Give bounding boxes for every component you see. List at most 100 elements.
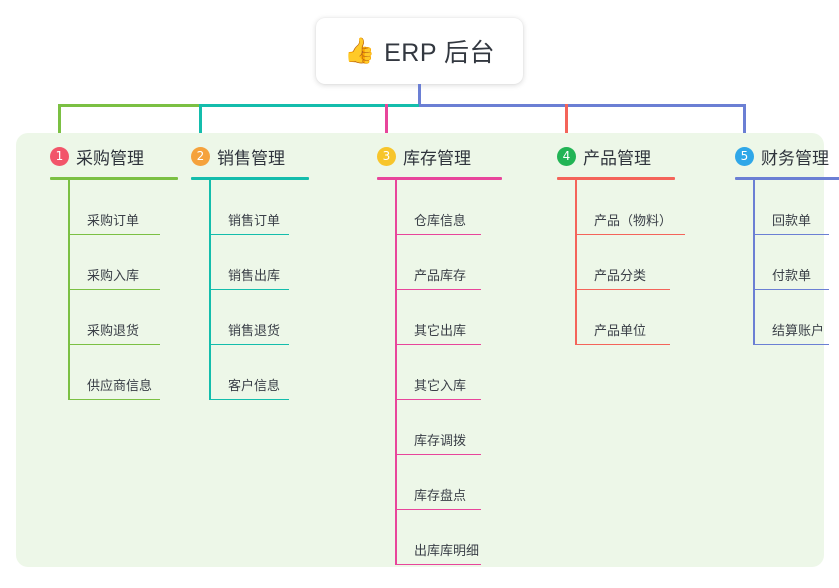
menu-item-rule (575, 233, 685, 235)
menu-item[interactable]: 其它出库 (369, 290, 502, 345)
menu-item[interactable]: 出库库明细 (369, 510, 502, 565)
module-spine-1 (68, 180, 70, 400)
module-spine-5 (753, 180, 755, 345)
menu-item[interactable]: 销售出库 (183, 235, 309, 290)
connector-bus-teal (199, 104, 421, 107)
menu-item[interactable]: 产品（物料） (549, 180, 685, 235)
module-title-5: 财务管理 (761, 148, 829, 168)
menu-item-rule (575, 343, 670, 345)
menu-item[interactable]: 采购订单 (42, 180, 178, 235)
module-column-4: 4 产品管理产品（物料） 产品分类产品单位 (549, 143, 685, 345)
module-item-list-2: 销售订单销售出库销售退货客户信息 (183, 180, 309, 400)
menu-item-rule (395, 288, 481, 290)
menu-item[interactable]: 产品单位 (549, 290, 675, 345)
module-header-rule-4 (557, 177, 675, 180)
menu-item-rule (753, 233, 829, 235)
menu-item[interactable]: 仓库信息 (369, 180, 502, 235)
thumbs-up-icon: 👍 (343, 36, 376, 65)
menu-item-rule (68, 343, 160, 345)
menu-item-label: 仓库信息 (414, 213, 467, 228)
menu-item[interactable]: 产品库存 (369, 235, 502, 290)
menu-item-rule (753, 343, 829, 345)
connector-bus-blue (419, 104, 746, 107)
menu-item-label: 客户信息 (228, 378, 281, 393)
menu-item[interactable]: 回款单 (727, 180, 839, 235)
module-badge-2: 2 (191, 146, 210, 166)
menu-item-label: 其它出库 (414, 323, 467, 338)
menu-item[interactable]: 采购退货 (42, 290, 178, 345)
menu-item-rule (395, 233, 481, 235)
menu-item-label: 付款单 (772, 268, 812, 283)
module-title-4: 产品管理 (583, 148, 651, 168)
menu-item-rule (395, 508, 481, 510)
menu-item[interactable]: 库存盘点 (369, 455, 502, 510)
module-spine-2 (209, 180, 211, 400)
menu-item-rule (68, 398, 160, 400)
connector-drop-col5 (743, 104, 746, 154)
module-item-list-5: 回款单付款单结算账户 (727, 180, 839, 345)
menu-item[interactable]: 销售退货 (183, 290, 309, 345)
menu-item-label: 库存盘点 (414, 488, 467, 503)
page-title: ERP 后台 (384, 39, 496, 67)
module-badge-3: 3 (377, 146, 396, 166)
menu-item-rule (209, 343, 289, 345)
menu-item[interactable]: 其它入库 (369, 345, 502, 400)
module-header-rule-1 (50, 177, 178, 180)
menu-item-label: 产品分类 (594, 268, 647, 283)
menu-item-rule (753, 288, 829, 290)
menu-item-label: 产品（物料） (594, 213, 673, 228)
menu-item-rule (209, 398, 289, 400)
menu-item-label: 采购入库 (87, 268, 140, 283)
menu-item-rule (209, 288, 289, 290)
menu-item[interactable]: 结算账户 (727, 290, 839, 345)
menu-item[interactable]: 付款单 (727, 235, 839, 290)
module-header-4[interactable]: 4 产品管理 (549, 143, 675, 169)
module-badge-1: 1 (50, 146, 69, 166)
module-badge-4: 4 (557, 146, 576, 166)
module-title-1: 采购管理 (76, 148, 144, 168)
root-node-erp-backend[interactable]: 👍 ERP 后台 (316, 18, 523, 84)
menu-item-label: 结算账户 (772, 323, 825, 338)
menu-item-rule (68, 233, 160, 235)
menu-item-rule (395, 453, 481, 455)
menu-item[interactable]: 销售订单 (183, 180, 309, 235)
menu-item-label: 供应商信息 (87, 378, 153, 393)
connector-drop-col4 (565, 104, 568, 154)
menu-item-rule (575, 288, 670, 290)
menu-item-rule (395, 343, 481, 345)
menu-item-label: 销售出库 (228, 268, 281, 283)
menu-item[interactable]: 采购入库 (42, 235, 178, 290)
menu-item-label: 采购订单 (87, 213, 140, 228)
menu-item[interactable]: 库存调拨 (369, 400, 502, 455)
connector-bus-green (58, 104, 201, 107)
module-header-rule-3 (377, 177, 502, 180)
connector-drop-col3 (385, 104, 388, 154)
menu-item-label: 库存调拨 (414, 433, 467, 448)
menu-item[interactable]: 产品分类 (549, 235, 675, 290)
menu-item-label: 销售退货 (228, 323, 281, 338)
menu-item-label: 采购退货 (87, 323, 140, 338)
menu-item[interactable]: 客户信息 (183, 345, 309, 400)
menu-item-rule (395, 563, 481, 565)
module-item-list-4: 产品（物料） 产品分类产品单位 (549, 180, 685, 345)
module-spine-4 (575, 180, 577, 345)
menu-item-label: 产品库存 (414, 268, 467, 283)
menu-item-label: 出库库明细 (414, 543, 480, 558)
menu-item-label: 其它入库 (414, 378, 467, 393)
menu-item-rule (209, 233, 289, 235)
menu-item[interactable]: 供应商信息 (42, 345, 178, 400)
menu-item-rule (68, 288, 160, 290)
module-spine-3 (395, 180, 397, 565)
module-item-list-3: 仓库信息产品库存其它出库其它入库库存调拨库存盘点出库库明细 (369, 180, 502, 565)
module-header-1[interactable]: 1 采购管理 (42, 143, 178, 169)
module-item-list-1: 采购订单采购入库采购退货供应商信息 (42, 180, 178, 400)
